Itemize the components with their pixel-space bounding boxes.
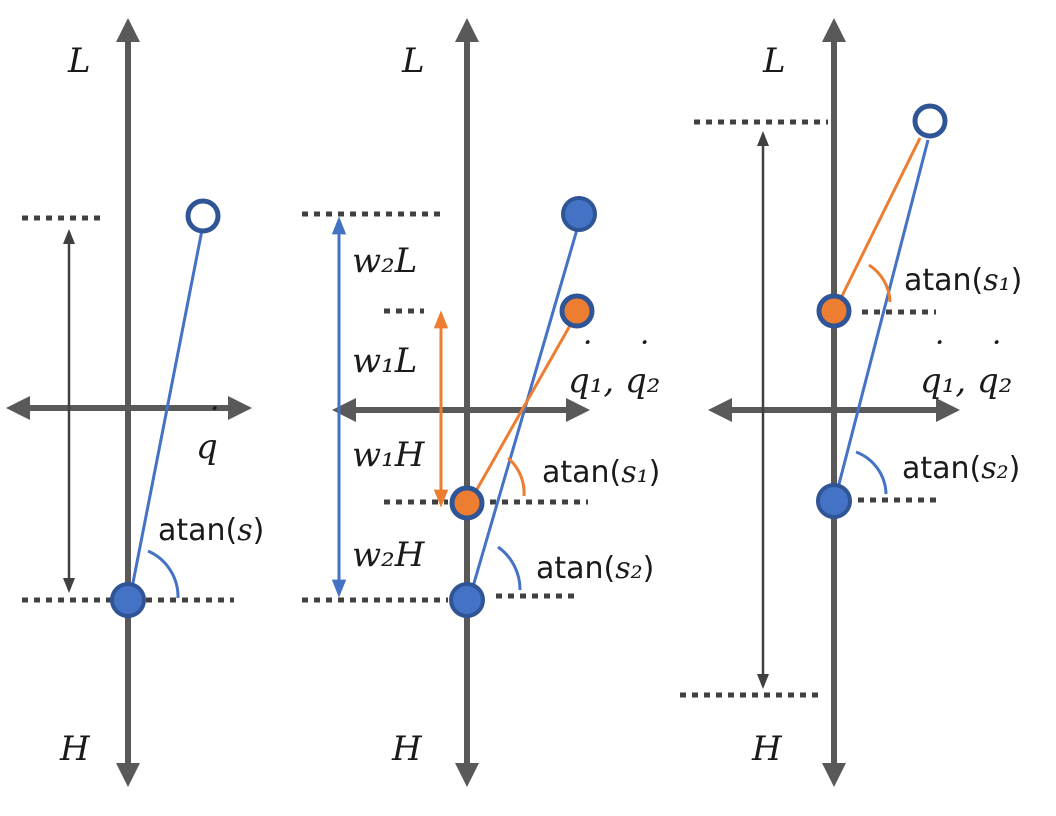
angle-arc	[147, 549, 180, 599]
velocity-label: q₁, q₂	[920, 361, 1012, 401]
blue-angle-arc	[497, 545, 522, 591]
angle-label-2: atan(s₂)	[902, 451, 1020, 486]
label-H: H	[59, 729, 91, 769]
label-H: H	[391, 729, 423, 769]
velocity-label: q	[196, 427, 218, 467]
end-point-hollow	[185, 198, 221, 234]
orange-slope-line	[840, 137, 922, 297]
velocity-dot: ˙	[203, 401, 220, 441]
panel-1: L H q ˙ atan(s)	[5, 17, 264, 787]
velocity-dot-2: ˙	[633, 335, 650, 375]
angle-label: atan(s)	[158, 513, 264, 548]
orange-angle-arc	[506, 456, 526, 497]
end-point-hollow	[912, 103, 948, 139]
label-H: H	[751, 729, 783, 769]
blue-end-point	[561, 196, 597, 232]
orange-slope-line	[470, 321, 574, 499]
panel-3: L H q₁, q₂ ˙ ˙ atan(s₁) atan(s₂)	[680, 17, 1022, 787]
label-L: L	[401, 41, 425, 81]
blue-start-point	[816, 483, 852, 519]
blue-slope-line	[836, 139, 930, 489]
orange-end-point	[559, 293, 595, 329]
orange-angle-arc	[868, 263, 892, 303]
blue-angle-arc	[855, 450, 888, 495]
label-L: L	[762, 41, 786, 81]
velocity-dot-1: ˙	[928, 335, 945, 375]
orange-start-point	[816, 293, 852, 329]
panel-2: L H q₁, q₂ ˙ ˙ w₂L w₁L w₁H w₂H atan(s₁) …	[302, 17, 660, 787]
weight-w2L: w₂L	[352, 241, 417, 281]
start-point	[110, 582, 146, 618]
velocity-label: q₁, q₂	[568, 361, 660, 401]
orange-start-point	[449, 485, 485, 521]
angle-label-1: atan(s₁)	[542, 455, 660, 490]
velocity-dot-1: ˙	[576, 335, 593, 375]
label-L: L	[67, 41, 91, 81]
angle-label-2: atan(s₂)	[536, 551, 654, 586]
blue-slope-line	[470, 225, 580, 591]
weight-w2H: w₂H	[352, 535, 426, 575]
blue-start-point	[449, 582, 485, 618]
angle-label-1: atan(s₁)	[904, 263, 1022, 298]
slope-line	[128, 229, 204, 599]
weight-w1L: w₁L	[352, 341, 417, 381]
velocity-dot-2: ˙	[985, 335, 1002, 375]
weight-w1H: w₁H	[352, 435, 426, 475]
